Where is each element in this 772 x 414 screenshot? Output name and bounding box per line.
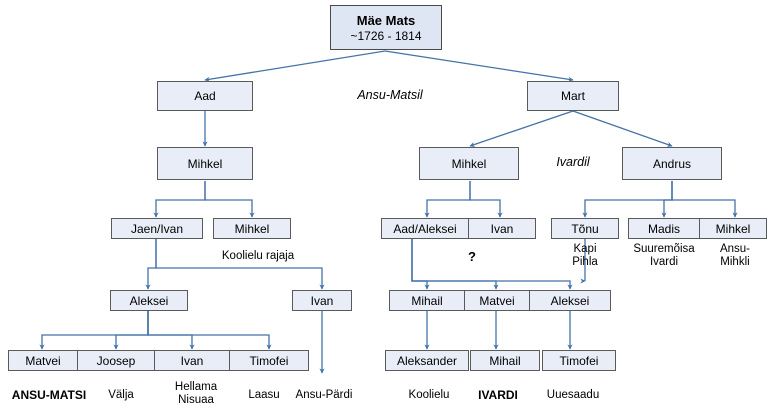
node-ivan-left-label: Ivan (310, 293, 334, 308)
node-mihail-bottom-label: Mihail (489, 353, 521, 368)
node-aleksander[interactable]: Aleksander (385, 350, 469, 371)
node-joosep[interactable]: Joosep (77, 350, 155, 371)
node-mae-mats-name: Mäe Mats (356, 12, 416, 28)
farm-label-madis: Suuremõisa Ivardi (633, 243, 695, 268)
node-madis-label: Madis (647, 221, 680, 236)
node-mihkel-sibling[interactable]: Mihkel (213, 218, 291, 239)
label-ansu-matsil: Ansu-Matsil (357, 88, 423, 102)
node-mihail-label: Mihail (411, 293, 443, 308)
node-aad-label: Aad (194, 89, 216, 103)
node-aleksei-right-label: Aleksei (550, 293, 590, 308)
node-timofei[interactable]: Timofei (229, 350, 309, 371)
farm-label-tonu: Kapi Pihla (572, 243, 598, 268)
node-matvei-right[interactable]: Matvei (464, 290, 530, 311)
node-aleksander-label: Aleksander (396, 353, 458, 368)
node-matvei-label: Matvei (25, 353, 61, 368)
node-mihkel-mart-label: Mihkel (451, 156, 487, 171)
node-mae-mats-dates: ~1726 - 1814 (350, 28, 422, 43)
farm-label-mihkel: Ansu- Mihkli (719, 243, 751, 268)
node-ivan-left[interactable]: Ivan (292, 290, 352, 311)
farm-label-ivardi: IVARDI (478, 388, 518, 402)
node-tonu[interactable]: Tõnu (551, 218, 619, 239)
node-timofei-bottom-label: Timofei (559, 353, 599, 368)
farm-label-koolielu: Koolielu (408, 389, 450, 401)
node-andrus[interactable]: Andrus (622, 147, 722, 180)
node-aad[interactable]: Aad (157, 81, 253, 111)
farm-label-valja: Välja (108, 389, 134, 401)
node-ivan-mart-line[interactable]: Ivan (468, 218, 536, 239)
label-koolielu-rajaja: Koolielu rajaja (221, 250, 295, 262)
node-aleksei-left[interactable]: Aleksei (110, 290, 188, 311)
node-mart[interactable]: Mart (527, 81, 619, 111)
node-mihkel-andrus-label: Mihkel (715, 221, 751, 236)
node-mihkel-andrus-line[interactable]: Mihkel (699, 218, 767, 239)
node-timofei-label: Timofei (249, 353, 289, 368)
node-mae-mats[interactable]: Mäe Mats ~1726 - 1814 (330, 5, 442, 50)
node-matvei-right-label: Matvei (479, 293, 515, 308)
node-aleksei-right[interactable]: Aleksei (529, 290, 611, 311)
node-tonu-label: Tõnu (571, 221, 599, 236)
node-matvei[interactable]: Matvei (8, 350, 78, 371)
farm-label-hellama-nisuaa: Hellama Nisuaa (174, 381, 218, 406)
node-mihail-bottom[interactable]: Mihail (470, 350, 540, 371)
node-mihkel-aad-line[interactable]: Mihkel (157, 147, 253, 180)
node-ivan-bottom[interactable]: Ivan (154, 350, 230, 371)
farm-label-laasu: Laasu (248, 389, 280, 401)
node-timofei-bottom[interactable]: Timofei (542, 350, 616, 371)
node-andrus-label: Andrus (652, 156, 692, 171)
label-ivardil: Ivardil (556, 155, 590, 169)
node-aad-aleksei[interactable]: Aad/Aleksei (381, 218, 469, 239)
node-jaen-ivan[interactable]: Jaen/Ivan (111, 218, 203, 239)
node-aleksei-left-label: Aleksei (129, 293, 169, 308)
label-question-mark: ? (468, 249, 476, 264)
node-ivan-mart-label: Ivan (490, 221, 514, 236)
node-jaen-ivan-label: Jaen/Ivan (130, 221, 184, 236)
farm-label-ansu-matsi: ANSU-MATSI (11, 388, 87, 402)
node-mihkel-aad-label: Mihkel (187, 156, 223, 171)
node-madis[interactable]: Madis (628, 218, 700, 239)
farm-label-ansu-pardi: Ansu-Pärdi (295, 389, 353, 401)
farm-label-uuesaadu: Uuesaadu (546, 389, 600, 401)
node-aad-aleksei-label: Aad/Aleksei (393, 221, 457, 236)
node-ivan-bottom-label: Ivan (180, 353, 204, 368)
node-mart-label: Mart (561, 89, 585, 103)
node-mihkel-sibling-label: Mihkel (234, 221, 270, 236)
node-mihkel-mart-line[interactable]: Mihkel (419, 147, 519, 180)
node-mihail[interactable]: Mihail (389, 290, 465, 311)
node-joosep-label: Joosep (96, 353, 136, 368)
